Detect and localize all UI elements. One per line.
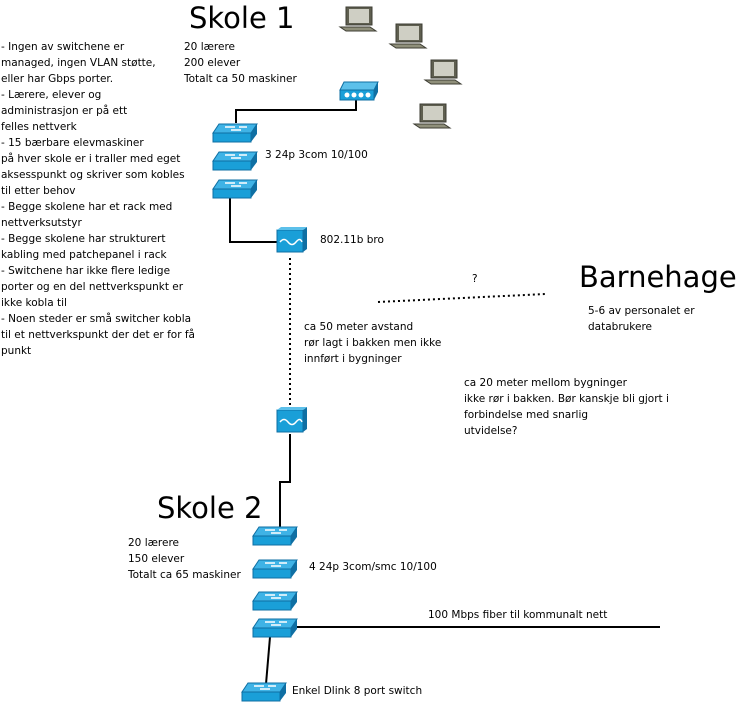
switch-icon: [252, 618, 298, 638]
switch-icon: [212, 179, 258, 199]
skole1-title: Skole 1: [189, 1, 295, 35]
barnehage-question-mark: ?: [472, 273, 478, 285]
skole1-switch-label: 3 24p 3com 10/100: [265, 149, 368, 161]
wireless-bridge-icon: [276, 227, 307, 253]
switch-icon: [241, 682, 287, 702]
switch-icon: [252, 526, 298, 546]
switch-icon: [252, 591, 298, 611]
skole1-bridge-label: 802.11b bro: [320, 234, 384, 246]
wireless-bridge-icon: [276, 407, 307, 433]
skole2-fiber-label: 100 Mbps fiber til kommunalt nett: [428, 609, 608, 621]
skole1-stats: 20 lærere 200 elever Totalt ca 50 maskin…: [184, 41, 297, 85]
skole1-notes: - Ingen av switchene er managed, ingen V…: [1, 41, 195, 357]
switch-icon: [212, 151, 258, 171]
wire-bridge-2-to-switch: [279, 434, 291, 527]
switch-icon: [212, 123, 258, 143]
wire-switch-to-bridge-1: [229, 195, 280, 243]
laptop-icon: [388, 23, 428, 49]
barnehage-title: Barnehage: [579, 260, 737, 294]
laptop-icon: [412, 103, 452, 129]
wire-access-point-to-switch: [235, 95, 357, 123]
barnehage-link-dotted: [377, 293, 547, 303]
link-distance-label: ca 50 meter avstand rør lagt i bakken me…: [304, 321, 442, 365]
barnehage-distance-note: ca 20 meter mellom bygninger ikke rør i …: [464, 377, 669, 437]
laptop-icon: [423, 59, 463, 85]
skole2-switch-label: 4 24p 3com/smc 10/100: [309, 561, 437, 573]
laptop-icon: [338, 6, 378, 32]
skole2-stats: 20 lærere 150 elever Totalt ca 65 maskin…: [128, 537, 241, 581]
skole2-title: Skole 2: [157, 491, 263, 525]
switch-icon: [252, 559, 298, 579]
access-point-icon: [339, 81, 379, 101]
wire-switch-to-dlink: [265, 636, 271, 685]
barnehage-staff: 5-6 av personalet er databrukere: [588, 305, 695, 333]
skole2-small-switch-label: Enkel Dlink 8 port switch: [292, 685, 423, 697]
